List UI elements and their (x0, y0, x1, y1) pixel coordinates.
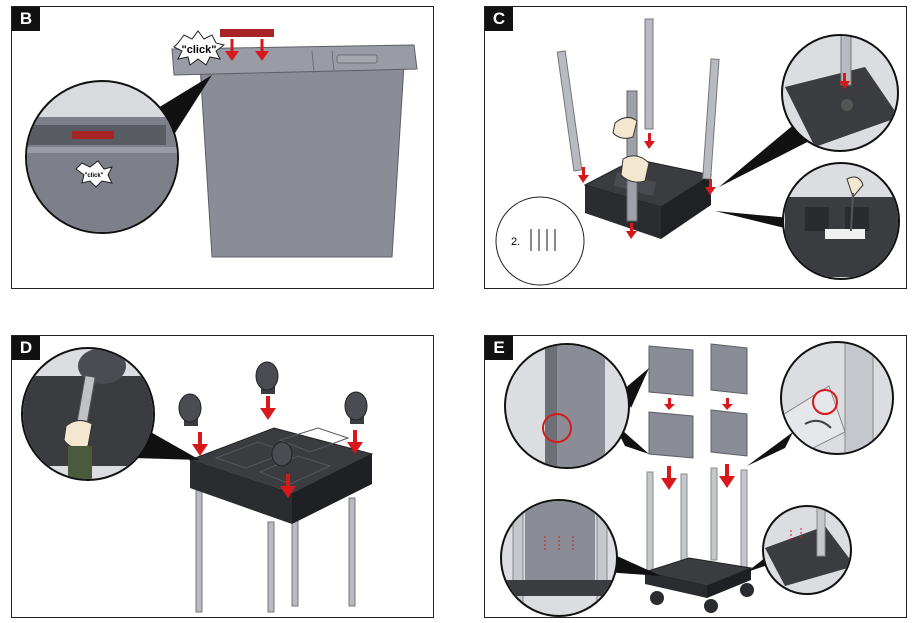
pole (644, 18, 654, 130)
caster-wheel (344, 391, 368, 424)
down-arrow (661, 466, 677, 490)
zoom-connector (747, 432, 793, 466)
down-arrow (705, 179, 716, 195)
down-arrow (255, 39, 269, 61)
step-c-label: C (485, 7, 513, 31)
caster-wheel (255, 361, 279, 394)
click-zoom-callout: "click" (84, 173, 103, 179)
side-panel (648, 345, 694, 397)
down-arrow (260, 396, 276, 420)
caster-wheel (704, 599, 718, 613)
step-d-label: D (12, 336, 40, 360)
hand-icon (612, 117, 638, 139)
screw-icon (530, 229, 556, 251)
pole (556, 50, 583, 172)
down-arrow (719, 464, 735, 488)
cart-poles (646, 467, 748, 573)
side-panel (710, 343, 748, 395)
step-c-panel: C (484, 6, 907, 289)
side-panel (648, 411, 694, 459)
step-b-label: B (12, 7, 40, 31)
click-burst-icon (173, 30, 226, 66)
step-e-label: E (485, 336, 513, 360)
down-arrow (347, 430, 363, 454)
down-arrow (225, 39, 239, 61)
step-b-illustration: "click" "click" (25, 29, 418, 258)
side-panel (710, 409, 748, 457)
step-d-illustration (21, 347, 374, 613)
caster-wheel (740, 583, 754, 597)
down-arrow (626, 223, 637, 239)
down-arrow (578, 167, 589, 183)
hand-icon (620, 155, 650, 183)
bin-body (199, 64, 405, 258)
step-e-panel: E (484, 335, 907, 618)
step-e-illustration (500, 341, 894, 617)
down-arrow (192, 432, 208, 456)
pole (702, 58, 720, 180)
click-callout: "click" (182, 44, 217, 56)
step-b-panel: B "click" "click" (11, 6, 434, 289)
down-arrow (644, 133, 655, 149)
caster-wheel (271, 441, 293, 467)
down-arrow (280, 474, 296, 498)
zoom-connector (719, 117, 821, 187)
zoom-connector (623, 368, 649, 408)
step-c-illustration: 2. (495, 18, 900, 286)
parts-count: 2. (511, 236, 520, 248)
caster-wheel (178, 393, 202, 426)
caster-wheel (650, 591, 664, 605)
lid-strip (220, 29, 274, 37)
step-d-panel: D (11, 335, 434, 618)
